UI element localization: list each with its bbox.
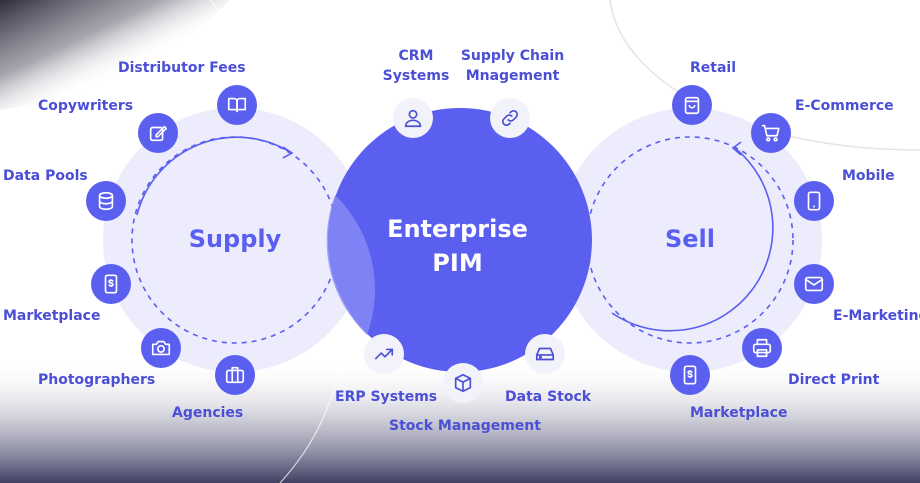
- user-icon[interactable]: [393, 98, 433, 138]
- node-label-agencies: Agencies: [172, 405, 244, 421]
- supply-solid-arc: [136, 136, 291, 216]
- node-label-marketplace-sell: Marketplace: [690, 405, 788, 421]
- node-label-crm-line2: Systems: [382, 68, 450, 84]
- node-label-stock-management: Stock Management: [389, 418, 541, 434]
- node-label-data-pools: Data Pools: [3, 168, 88, 184]
- shopping-bag-icon[interactable]: [672, 85, 712, 125]
- phone-dollar-icon[interactable]: [91, 264, 131, 304]
- node-label-crm-systems: CRM Systems: [366, 46, 466, 86]
- core-title-line2: PIM: [432, 249, 483, 277]
- mail-icon[interactable]: [794, 264, 834, 304]
- node-label-supply-chain-line1: Supply Chain: [460, 48, 565, 64]
- camera-icon[interactable]: [141, 328, 181, 368]
- node-label-retail: Retail: [690, 60, 737, 76]
- book-open-icon[interactable]: [217, 85, 257, 125]
- printer-icon[interactable]: [742, 328, 782, 368]
- cart-icon[interactable]: [751, 113, 791, 153]
- sell-solid-arc: [611, 147, 774, 332]
- mobile-icon[interactable]: [794, 181, 834, 221]
- node-label-e-marketing: E-Marketing: [833, 308, 920, 324]
- core-title-line1: Enterprise: [387, 215, 528, 243]
- node-label-crm-line1: CRM: [398, 48, 434, 64]
- node-label-mobile: Mobile: [842, 168, 895, 184]
- node-label-photographers: Photographers: [38, 372, 156, 388]
- node-label-e-commerce: E-Commerce: [795, 98, 894, 114]
- node-label-erp-systems: ERP Systems: [335, 389, 438, 405]
- supply-ring: [103, 108, 367, 372]
- sell-title: Sell: [664, 225, 715, 253]
- supply-title: Supply: [188, 225, 282, 253]
- box-icon[interactable]: [443, 363, 483, 403]
- database-icon[interactable]: [86, 181, 126, 221]
- node-label-distributor-fees: Distributor Fees: [118, 60, 246, 76]
- phone-dollar-icon[interactable]: [670, 355, 710, 395]
- core-overlap: [326, 195, 376, 335]
- core-circle: [328, 108, 592, 372]
- node-label-supply-chain: Supply Chain Mnagement: [455, 46, 570, 86]
- briefcase-icon[interactable]: [215, 355, 255, 395]
- node-label-data-stock: Data Stock: [505, 389, 592, 405]
- trend-up-icon[interactable]: [364, 334, 404, 374]
- pencil-edit-icon[interactable]: [138, 113, 178, 153]
- core-title: Enterprise PIM: [355, 212, 560, 280]
- top-left-shade: [0, 0, 230, 110]
- sell-arrow-icon: [731, 141, 742, 156]
- node-label-copywriters: Copywriters: [38, 98, 134, 114]
- link-icon[interactable]: [490, 98, 530, 138]
- node-label-direct-print: Direct Print: [788, 372, 880, 388]
- node-label-marketplace-supply: Marketplace: [3, 308, 101, 324]
- node-label-supply-chain-line2: Mnagement: [465, 68, 560, 84]
- supply-arrow-icon: [282, 146, 294, 159]
- hard-drive-icon[interactable]: [525, 334, 565, 374]
- sell-ring: [558, 108, 822, 372]
